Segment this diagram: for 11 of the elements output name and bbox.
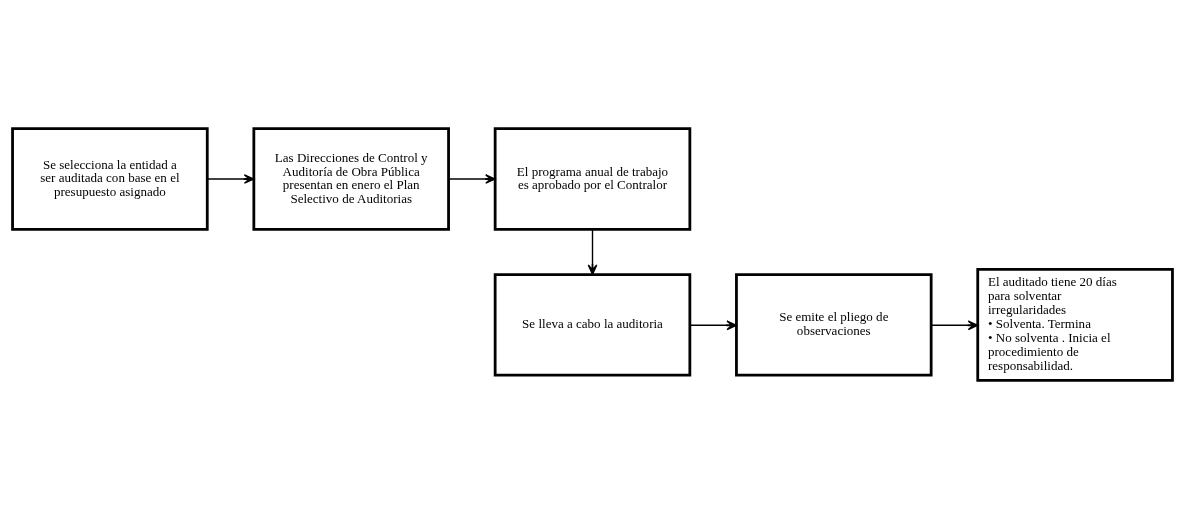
node-box: Las Direcciones de Control y Auditoría de Obra Pública presentan en enero el Plan Selectivo de Auditorias bbox=[252, 126, 450, 231]
arrow bbox=[206, 173, 255, 184]
node-box: El auditado tiene 20 días para solventar irregularidades • Solventa. Termina • No solventa . Inicia el procedimiento de responsabilidad. bbox=[976, 267, 1174, 382]
node-box: Se emite el pliego de observaciones bbox=[735, 272, 933, 377]
node-box: Se lleva a cabo la auditoria bbox=[493, 272, 692, 377]
arrow bbox=[587, 228, 598, 275]
arrow bbox=[930, 319, 979, 330]
node-box: El programa anual de trabajo es aprobado por el Contralor bbox=[493, 126, 692, 231]
arrow bbox=[447, 173, 496, 184]
arrow bbox=[689, 319, 738, 330]
node-box: Se selecciona la entidad a ser auditada con base en el presupuesto asignado bbox=[11, 126, 209, 231]
